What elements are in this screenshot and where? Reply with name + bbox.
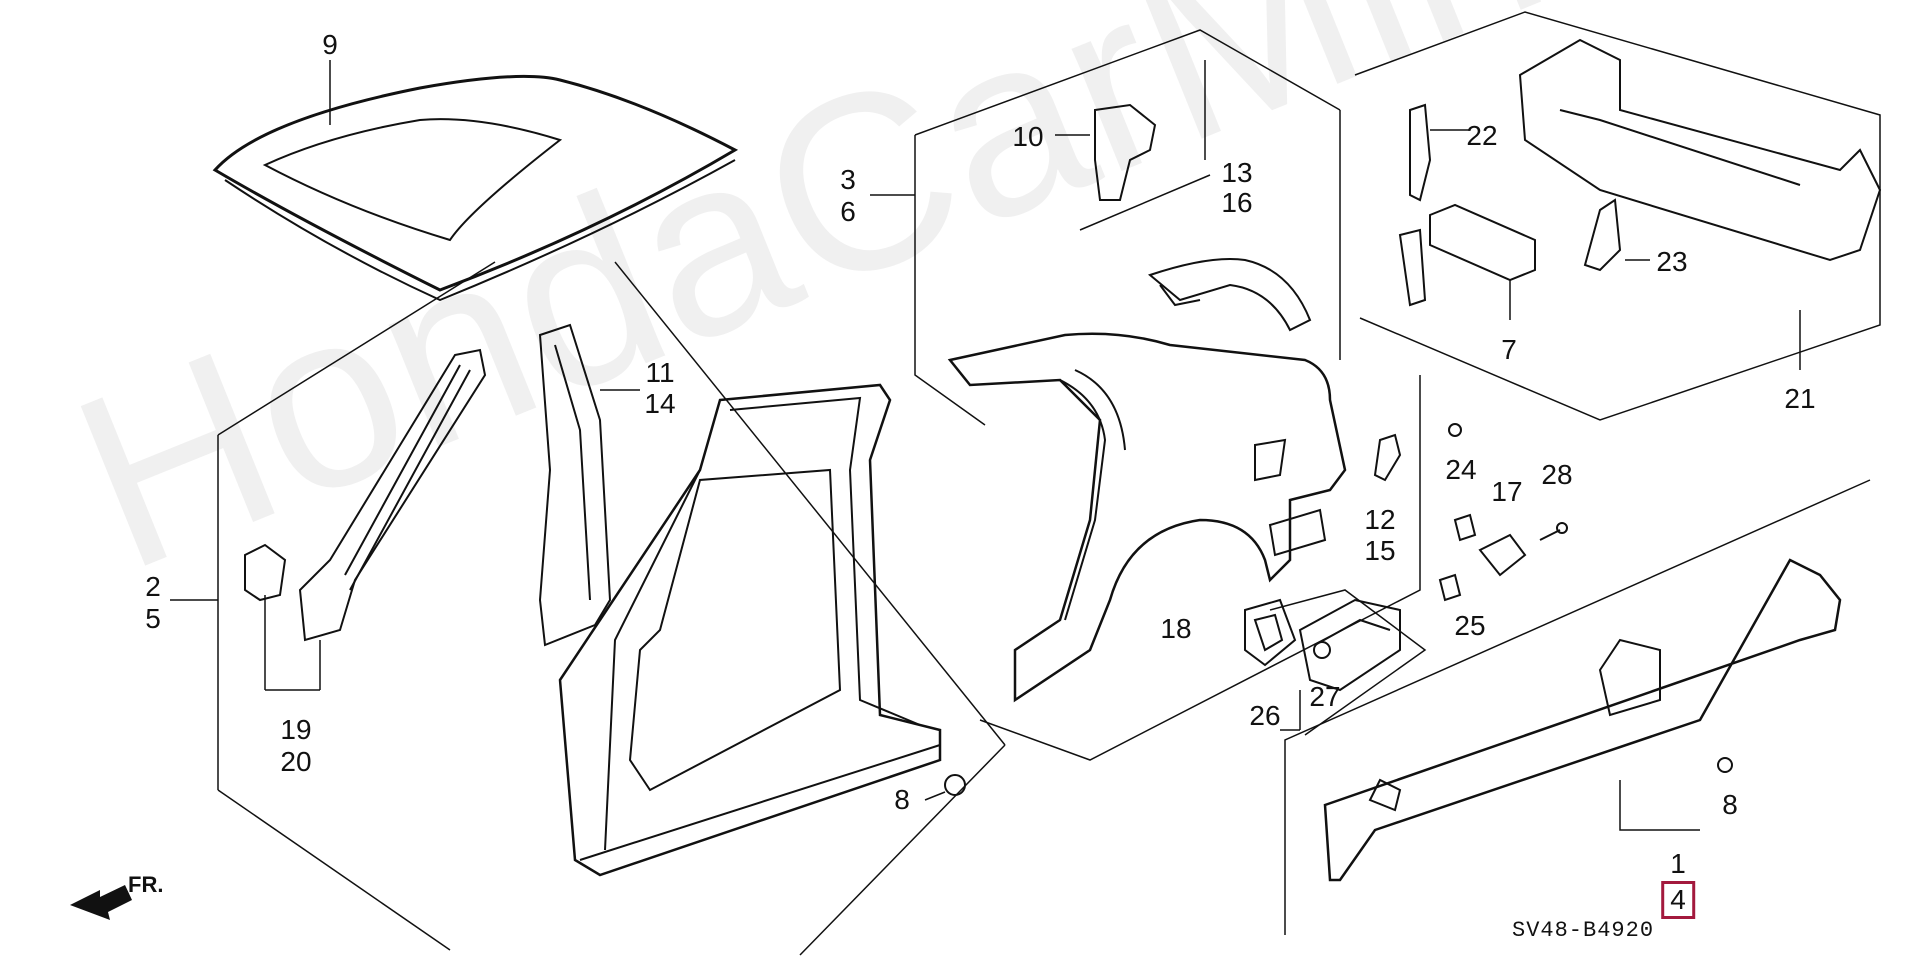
bracket-10: [1055, 103, 1157, 201]
front-direction-label: FR.: [128, 872, 164, 897]
callout-21[interactable]: 21: [1784, 383, 1816, 414]
callout-5[interactable]: 5: [145, 603, 161, 634]
side-sill: [1323, 558, 1842, 882]
callout-25[interactable]: 25: [1454, 610, 1486, 641]
pillar-reinforcement: [244, 348, 487, 691]
callout-24[interactable]: 24: [1445, 454, 1477, 485]
callout-11[interactable]: 11: [645, 357, 675, 388]
callout-6[interactable]: 6: [840, 196, 856, 227]
callout-2[interactable]: 2: [145, 571, 161, 602]
callout-3[interactable]: 3: [840, 164, 856, 195]
callout-27[interactable]: 27: [1309, 681, 1341, 712]
side-outer-panel: [558, 383, 942, 877]
drawing-code: SV48-B4920: [1512, 918, 1655, 943]
callout-26[interactable]: 26: [1249, 700, 1281, 731]
callout-19[interactable]: 19: [280, 714, 312, 745]
callout-13[interactable]: 13: [1221, 157, 1253, 188]
b-pillar: [538, 323, 640, 647]
callout-22[interactable]: 22: [1466, 120, 1498, 151]
quarter-panel: [947, 332, 1347, 703]
callout-20[interactable]: 20: [280, 746, 312, 777]
callout-14[interactable]: 14: [644, 388, 676, 419]
callout-9[interactable]: 9: [322, 29, 338, 60]
small-hardware: [1438, 423, 1568, 602]
callout-4-highlighted[interactable]: 4: [1661, 881, 1695, 919]
roof-panel: [212, 60, 739, 302]
callout-17[interactable]: 17: [1491, 476, 1523, 507]
callout-15[interactable]: 15: [1364, 535, 1396, 566]
callout-16[interactable]: 16: [1221, 187, 1253, 218]
rear-panel-frame: [1354, 11, 1881, 421]
clip-8: [924, 774, 966, 801]
callout-18[interactable]: 18: [1160, 613, 1192, 644]
callout-28[interactable]: 28: [1541, 459, 1573, 490]
callout-12[interactable]: 12: [1364, 504, 1396, 535]
rear-group-frame: [870, 29, 1421, 761]
callout-23[interactable]: 23: [1656, 246, 1688, 277]
callout-8-left[interactable]: 8: [894, 784, 910, 815]
bracket-12: [1373, 433, 1402, 482]
callout-7[interactable]: 7: [1501, 334, 1517, 365]
wheelhouse-13: [1147, 258, 1312, 332]
left-group-frame: [170, 261, 1006, 956]
callout-10[interactable]: 10: [1012, 121, 1044, 152]
rear-panel: [1398, 38, 1882, 370]
fuel-parts: [1244, 589, 1427, 736]
callout-8-right[interactable]: 8: [1722, 789, 1738, 820]
callout-1[interactable]: 1: [1670, 848, 1686, 879]
front-direction-arrow: [70, 885, 132, 920]
sill-frame: [1284, 479, 1871, 935]
